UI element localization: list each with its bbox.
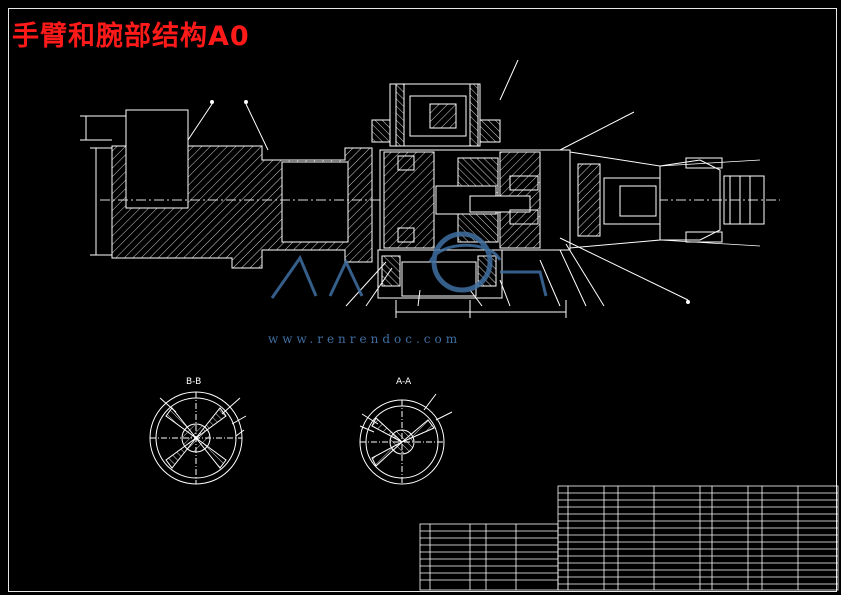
section-aa-label: A-A — [396, 377, 412, 387]
arm-window — [281, 161, 349, 243]
parts-list-left — [419, 523, 559, 591]
section-bb-view — [149, 391, 247, 485]
gripper-jaw — [723, 175, 765, 225]
arm-mount-block — [125, 109, 189, 209]
section-bb-label: B-B — [186, 377, 202, 387]
watermark-logo-icon — [270, 231, 548, 299]
parts-list-right — [557, 485, 839, 591]
drawing-title: 手臂和腕部结构A0 — [12, 21, 250, 52]
section-aa-view — [359, 393, 453, 485]
watermark-url: www.renrendoc.com — [268, 332, 462, 346]
main-arm-view — [80, 59, 780, 318]
